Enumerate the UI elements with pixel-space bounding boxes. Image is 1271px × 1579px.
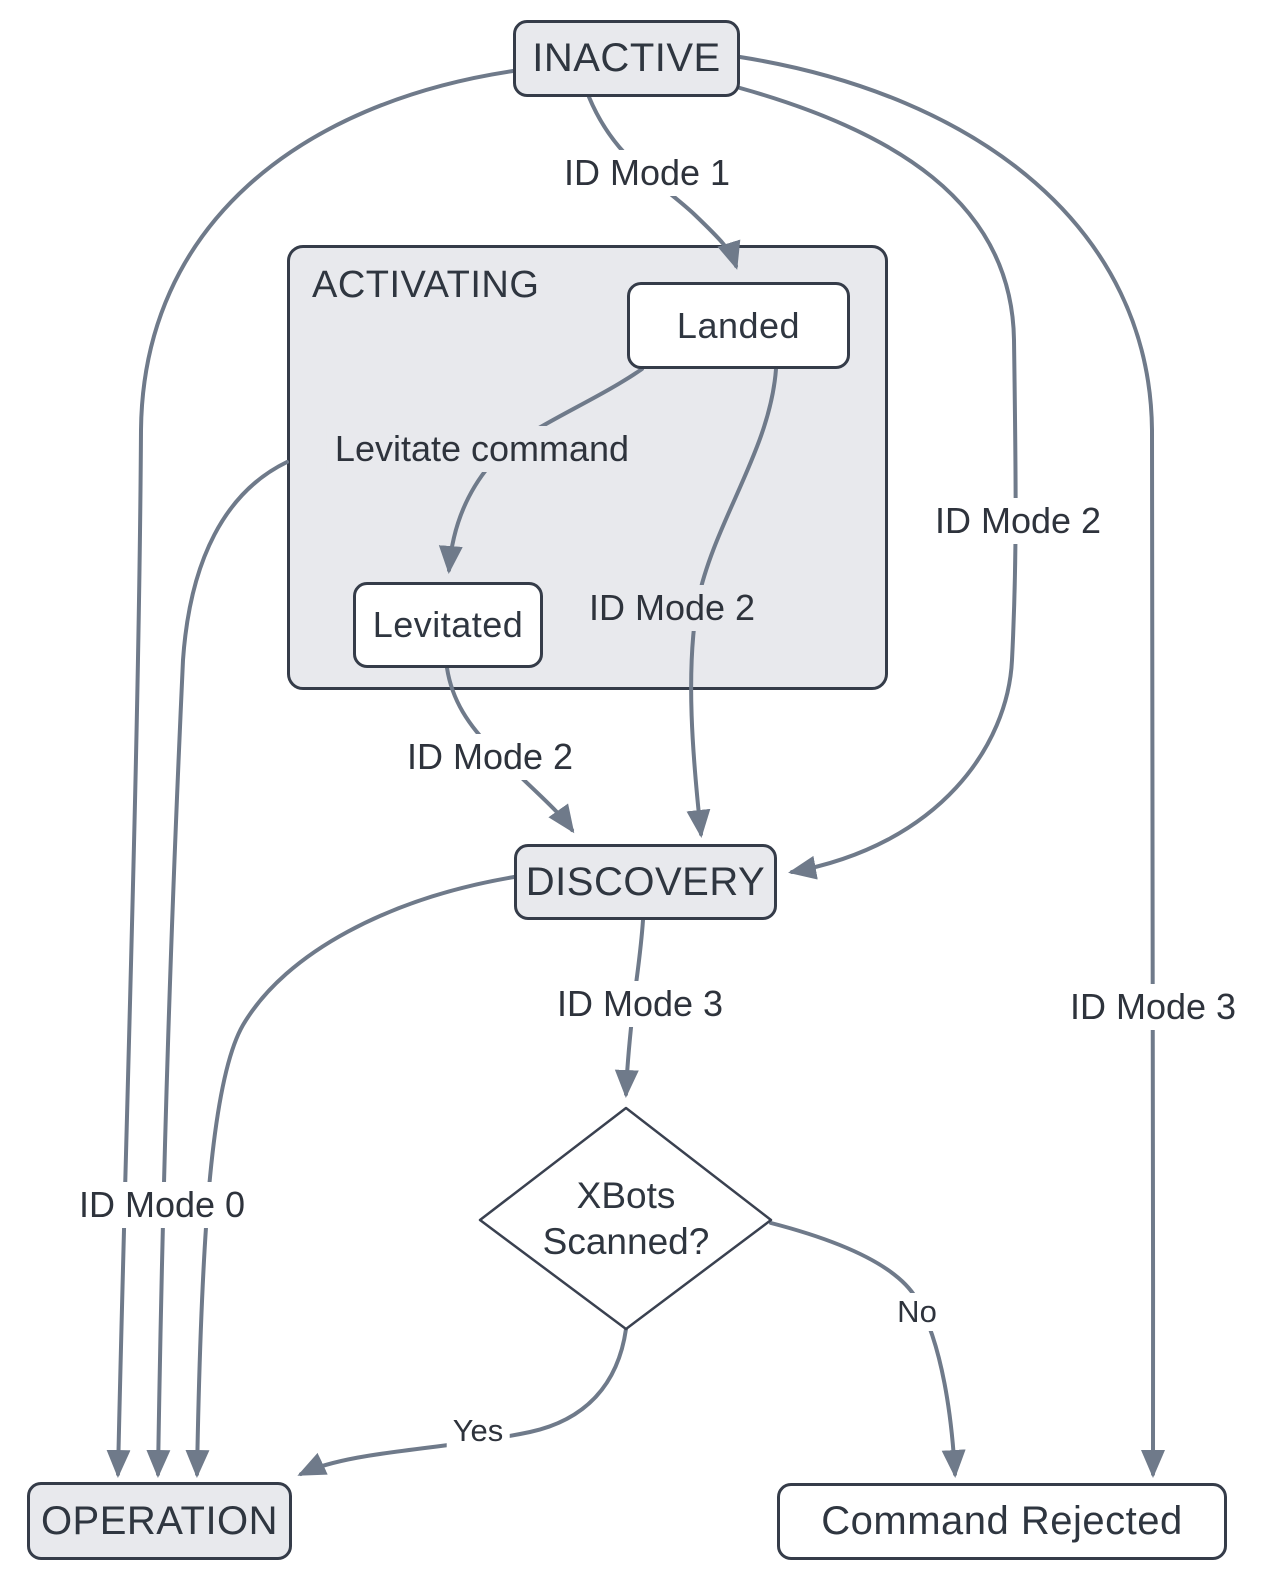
edge-label-id-mode-3-discovery: ID Mode 3 [548,981,732,1027]
state-command-rejected: Command Rejected [777,1483,1227,1560]
state-discovery: DISCOVERY [514,844,777,920]
state-landed-label: Landed [676,304,801,346]
edge-label-yes: Yes [446,1412,510,1450]
state-command-rejected-label: Command Rejected [821,1499,1183,1543]
state-landed: Landed [627,282,850,369]
state-levitated-label: Levitated [372,604,524,645]
state-operation: OPERATION [27,1482,292,1560]
edge-label-id-mode-0: ID Mode 0 [70,1182,254,1228]
state-operation-label: OPERATION [40,1498,279,1543]
edge-inactive-to-discovery [738,86,1018,880]
edge-label-id-mode-2-inactive: ID Mode 2 [926,498,1110,544]
edge-label-id-mode-2-levitated: ID Mode 2 [398,734,582,780]
decision-label-line1: XBots [576,1174,676,1216]
state-activating-label: ACTIVATING [312,264,540,306]
state-inactive-label: INACTIVE [532,36,721,80]
state-inactive: INACTIVE [513,20,740,97]
edge-label-levitate-command: Levitate command [326,426,638,472]
edge-label-id-mode-3-inactive: ID Mode 3 [1061,984,1245,1030]
decision-label-line2: Scanned? [542,1221,710,1262]
state-discovery-label: DISCOVERY [525,859,766,904]
edge-inactive-to-landed [587,95,741,270]
edge-decision-no-to-command-rejected [769,1221,966,1478]
edge-decision-yes-to-operation [297,1327,628,1476]
edge-label-no: No [891,1293,943,1331]
decision-xbots-scanned-label: XBots Scanned? [543,1173,710,1266]
edge-label-id-mode-1: ID Mode 1 [555,150,739,196]
edge-inactive-to-command-rejected [738,55,1166,1478]
edge-discovery-to-operation [185,875,516,1478]
state-levitated: Levitated [353,582,543,668]
edge-activating-to-operation [146,460,289,1478]
decision-diamond-shape [478,1106,773,1331]
edge-label-id-mode-2-landed: ID Mode 2 [580,585,764,631]
